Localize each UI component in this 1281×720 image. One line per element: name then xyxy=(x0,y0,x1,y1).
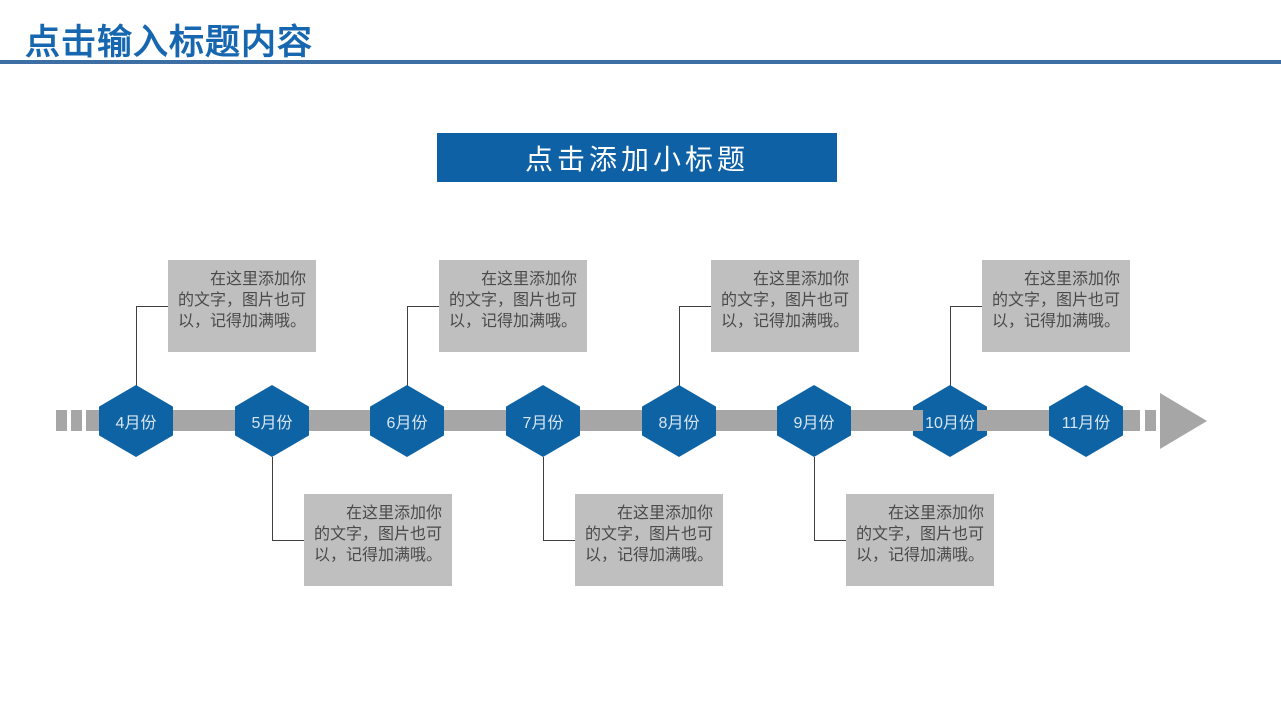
callout-box[interactable]: 在这里添加你的文字，图片也可以，记得加满哦。 xyxy=(982,260,1130,352)
callout-text: 在这里添加你的文字，图片也可以，记得加满哦。 xyxy=(856,505,985,564)
timeline-node-hexagon[interactable]: 6月份 xyxy=(370,385,444,457)
timeline-node-hexagon[interactable]: 9月份 xyxy=(777,385,851,457)
month-label: 5月份 xyxy=(251,415,293,432)
connector-vline xyxy=(407,306,408,386)
slide-title[interactable]: 点击输入标题内容 xyxy=(25,23,314,62)
callout-text: 在这里添加你的文字，图片也可以，记得加满哦。 xyxy=(585,505,714,564)
month-label: 10月份 xyxy=(925,415,975,432)
timeline-dash xyxy=(86,410,100,431)
callout-text: 在这里添加你的文字，图片也可以，记得加满哦。 xyxy=(178,271,307,330)
timeline-bar xyxy=(100,410,1113,431)
connector-vline xyxy=(679,306,680,386)
timeline-dash xyxy=(56,410,67,431)
title-underline xyxy=(0,60,1281,64)
month-label: 11月份 xyxy=(1061,415,1111,432)
timeline-arrow-icon xyxy=(1160,393,1207,449)
connector-vline xyxy=(814,457,815,541)
timeline-node-hexagon[interactable]: 4月份 xyxy=(99,385,173,457)
month-label: 6月份 xyxy=(386,415,428,432)
connector-hline xyxy=(543,540,576,541)
connector-vline xyxy=(950,306,951,386)
connector-hline xyxy=(950,306,983,307)
connector-vline xyxy=(543,457,544,541)
connector-vline xyxy=(272,457,273,541)
timeline-node-hexagon[interactable]: 5月份 xyxy=(235,385,309,457)
callout-box[interactable]: 在这里添加你的文字，图片也可以，记得加满哦。 xyxy=(439,260,587,352)
subtitle-label: 点击添加小标题 xyxy=(524,143,749,175)
connector-vline xyxy=(136,306,137,386)
connector-hline xyxy=(272,540,305,541)
callout-box[interactable]: 在这里添加你的文字，图片也可以，记得加满哦。 xyxy=(575,494,723,586)
connector-hline xyxy=(136,306,169,307)
callout-text: 在这里添加你的文字，图片也可以，记得加满哦。 xyxy=(449,271,578,330)
connector-hline xyxy=(407,306,440,307)
month-label: 8月份 xyxy=(658,415,700,432)
callout-text: 在这里添加你的文字，图片也可以，记得加满哦。 xyxy=(314,505,443,564)
timeline-dash xyxy=(71,410,82,431)
callout-box[interactable]: 在这里添加你的文字，图片也可以，记得加满哦。 xyxy=(168,260,316,352)
month-label-chip[interactable]: 10月份 xyxy=(923,408,977,434)
connector-hline xyxy=(814,540,847,541)
timeline-dash xyxy=(1145,410,1156,431)
callout-box[interactable]: 在这里添加你的文字，图片也可以，记得加满哦。 xyxy=(304,494,452,586)
subtitle-banner[interactable]: 点击添加小标题 xyxy=(437,133,837,182)
timeline-node-hexagon[interactable]: 8月份 xyxy=(642,385,716,457)
callout-text: 在这里添加你的文字，图片也可以，记得加满哦。 xyxy=(992,271,1121,330)
month-label: 4月份 xyxy=(115,415,157,432)
month-label: 9月份 xyxy=(793,415,835,432)
timeline-node-hexagon[interactable]: 7月份 xyxy=(506,385,580,457)
callout-box[interactable]: 在这里添加你的文字，图片也可以，记得加满哦。 xyxy=(711,260,859,352)
connector-hline xyxy=(679,306,712,307)
timeline-node-hexagon[interactable]: 11月份 xyxy=(1049,385,1123,457)
callout-box[interactable]: 在这里添加你的文字，图片也可以，记得加满哦。 xyxy=(846,494,994,586)
callout-text: 在这里添加你的文字，图片也可以，记得加满哦。 xyxy=(721,271,850,330)
month-label: 7月份 xyxy=(522,415,564,432)
